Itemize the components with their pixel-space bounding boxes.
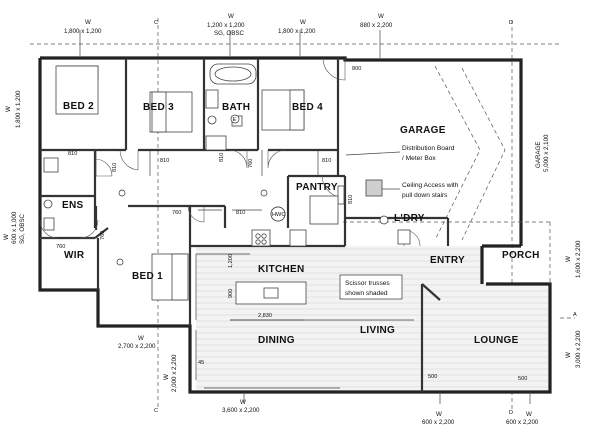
window-top-2-sub: SG, OBSC: [214, 30, 244, 37]
marker-d-bottom: D: [509, 410, 513, 416]
room-bed2: BED 2: [63, 101, 94, 112]
room-dining: DINING: [258, 335, 295, 346]
note-meter-box: / Meter Box: [402, 155, 436, 162]
dim-810-linen: 810: [236, 210, 245, 216]
dimension-labels: 800 810 810 810 810 810 810 810 760 760 …: [56, 66, 527, 382]
window-w-dining-side: W: [163, 374, 170, 380]
exhaust-symbol: E: [233, 117, 237, 123]
dim-760-ens: 760: [56, 244, 65, 250]
note-distribution-board: Distribution Board: [402, 145, 455, 152]
note-pull-down-stairs: pull down stairs: [402, 192, 448, 199]
window-w-left-2: W: [3, 234, 10, 240]
room-pantry: PANTRY: [296, 182, 338, 193]
dim-800: 800: [352, 66, 361, 72]
window-w-top-1: W: [85, 19, 91, 26]
room-bed4: BED 4: [292, 102, 323, 113]
dim-900: 900: [228, 289, 234, 298]
room-bath: BATH: [222, 102, 250, 113]
window-left-1: 1,800 x 1,200: [15, 90, 22, 128]
room-ldry: L'DRY: [394, 213, 425, 224]
room-entry: ENTRY: [430, 255, 465, 266]
dim-810-bed4: 810: [322, 158, 331, 164]
dim-760-hall: 760: [248, 159, 254, 168]
dim-760-bed1: 760: [172, 210, 181, 216]
room-lounge: LOUNGE: [474, 335, 519, 346]
window-left-2: 600 x 1,000: [11, 211, 18, 244]
dim-2830: 2,830: [258, 313, 272, 319]
dim-45: 45: [198, 360, 204, 366]
window-top-3: 1,800 x 1,200: [278, 28, 316, 35]
dim-1200: 1,200: [228, 254, 234, 268]
window-w-bottom-3: W: [526, 411, 532, 418]
marker-d-top: D: [509, 20, 513, 26]
window-w-top-4: W: [378, 13, 384, 20]
smoke-alarm-icon: [116, 258, 124, 266]
window-right-2: 3,000 x 2,200: [575, 330, 582, 368]
marker-c-bottom: C: [154, 408, 158, 414]
window-bed1-bottom: 2,700 x 2,200: [118, 343, 156, 350]
dim-760-wir: 760: [100, 231, 106, 240]
window-dining-side: 2,000 x 2,200: [171, 354, 178, 392]
symbols: E HWC: [116, 114, 389, 266]
room-porch: PORCH: [502, 250, 540, 261]
note-shown-shaded: shown shaded: [345, 290, 388, 297]
room-wir: WIR: [64, 250, 85, 261]
window-w-top-3: W: [300, 19, 306, 26]
dim-810-ens: 810: [68, 151, 77, 157]
door-swings: [39, 57, 421, 247]
window-top-1: 1,800 x 1,200: [64, 28, 102, 35]
room-labels: BED 2 BED 3 BATH BED 4 GARAGE PANTRY ENS…: [62, 101, 540, 346]
marker-c-top: C: [154, 20, 158, 26]
dim-500-b: 500: [518, 376, 527, 382]
window-bottom-1: 3,600 x 2,200: [222, 407, 260, 414]
smoke-alarm-icon: [260, 189, 268, 197]
dim-810-bed3: 810: [160, 158, 169, 164]
ceiling-access-hatch: [365, 179, 383, 197]
dim-810-hall: 810: [112, 163, 118, 172]
garage-door: [429, 60, 506, 241]
window-top-2: 1,200 x 1,200: [207, 22, 245, 29]
vanity: [205, 89, 219, 109]
window-w-right-2: W: [565, 352, 572, 358]
scissor-truss-shading: [196, 246, 550, 392]
room-bed1: BED 1: [132, 271, 163, 282]
window-w-top-2: W: [228, 13, 234, 20]
window-garage-side-1: GARAGE: [535, 142, 542, 168]
window-garage-side-2: 5,000 x 2,100: [543, 134, 550, 172]
window-w-left-1: W: [5, 106, 12, 112]
window-bottom-3: 600 x 2,200: [506, 419, 539, 426]
interior-walls: [40, 58, 450, 392]
toilet: [207, 115, 217, 125]
window-w-bottom-2: W: [436, 411, 442, 418]
section-markers: C C D D A: [30, 18, 577, 416]
dim-810-ldry: 810: [348, 195, 354, 204]
dim-810-bath: 810: [219, 153, 225, 162]
marker-a-right: A: [573, 312, 577, 318]
bed2-bed-frame: [55, 65, 99, 115]
window-top-4: 880 x 2,200: [360, 22, 393, 29]
smoke-alarm-icon: [118, 189, 126, 197]
room-garage: GARAGE: [400, 125, 446, 136]
window-w-right-1: W: [565, 256, 572, 262]
hwc-label: HWC: [272, 212, 285, 218]
room-living: LIVING: [360, 325, 395, 336]
room-ens: ENS: [62, 200, 83, 211]
window-right-1: 1,600 x 2,200: [575, 240, 582, 278]
window-left-2-sub: SG, OBSC: [19, 214, 26, 244]
plan-notes: Distribution Board / Meter Box Ceiling A…: [339, 145, 459, 300]
dim-500-a: 500: [428, 374, 437, 380]
note-ceiling-access: Ceiling Access with: [402, 182, 459, 189]
room-kitchen: KITCHEN: [258, 264, 305, 275]
fixtures: [43, 63, 411, 305]
window-w-bed1-bottom: W: [138, 335, 144, 342]
window-bottom-2: 600 x 2,200: [422, 419, 455, 426]
window-w-bottom-1: W: [240, 399, 246, 406]
window-callouts: W 1,800 x 1,200 W 1,200 x 1,200 SG, OBSC…: [3, 13, 582, 426]
note-scissor-trusses: Scissor trusses: [345, 280, 390, 287]
room-bed3: BED 3: [143, 102, 174, 113]
